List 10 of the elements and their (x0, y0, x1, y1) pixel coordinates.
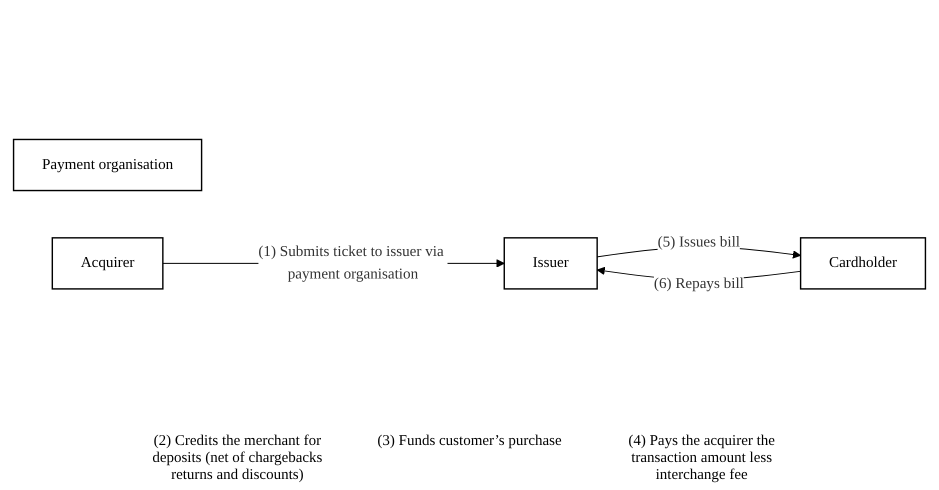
edge-label: (5) Issues bill (658, 234, 740, 250)
node-box: Payment organisation (12, 138, 202, 192)
edge-label: (6) Repays bill (654, 276, 744, 292)
note-text: (4) Pays the acquirer the transaction amount less interchange fee (627, 433, 776, 484)
node-box: Acquirer (52, 237, 164, 290)
note-text: (2) Credits the merchant for deposits (net of chargebacks returns and discounts) (151, 433, 324, 484)
edge-label: (1) Submits ticket to issuer via payment organisation (258, 244, 444, 282)
node-box: Issuer (504, 237, 598, 290)
node-box: Cardholder (800, 237, 926, 290)
note-text: (3) Funds customer’s purchase (377, 433, 562, 451)
